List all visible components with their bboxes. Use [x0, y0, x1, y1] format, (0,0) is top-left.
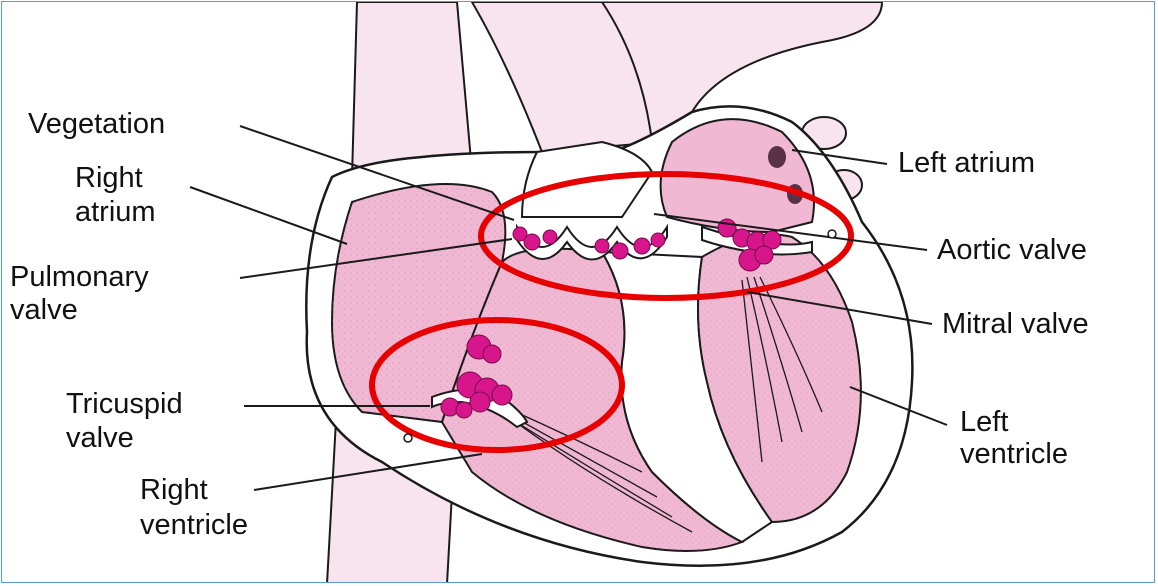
label-pulmonary-valve-line1: Pulmonary: [10, 261, 149, 293]
label-right-ventricle-line2: ventricle: [140, 509, 248, 541]
label-pulmonary-valve-line2: valve: [10, 294, 78, 326]
label-right-atrium-line2: atrium: [75, 196, 156, 228]
superior-vena-cava: [352, 2, 472, 177]
label-aortic-valve: Aortic valve: [937, 234, 1087, 266]
label-left-atrium: Left atrium: [898, 147, 1035, 179]
label-tricuspid-valve-line1: Tricuspid: [66, 388, 183, 420]
label-vegetation: Vegetation: [28, 108, 165, 140]
label-tricuspid-valve-line2: valve: [66, 422, 134, 454]
aortic-valve-marker: [828, 230, 836, 238]
label-right-atrium-line1: Right: [75, 162, 143, 194]
pulmonary-vein-opening-1: [768, 146, 786, 168]
label-left-ventricle-line2: ventricle: [960, 438, 1068, 470]
label-mitral-valve: Mitral valve: [942, 308, 1089, 340]
label-left-ventricle-line1: Left: [960, 406, 1008, 438]
label-right-ventricle-line1: Right: [140, 474, 208, 506]
tricuspid-valve-marker: [404, 434, 412, 442]
